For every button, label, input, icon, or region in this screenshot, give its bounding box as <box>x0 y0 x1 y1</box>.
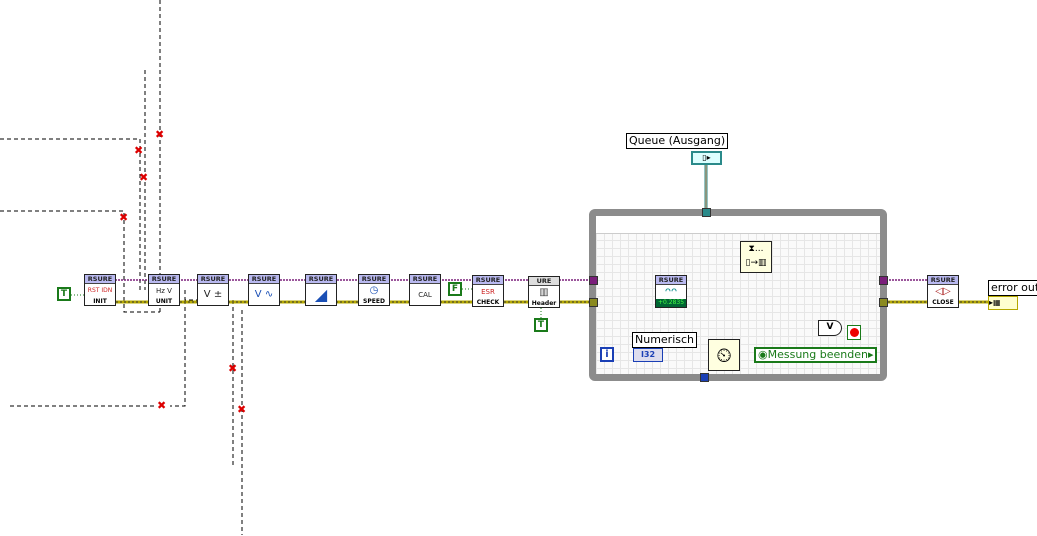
broken-wire-x-icon: ✖ <box>228 362 238 375</box>
queue-control-terminal[interactable]: ▯▸ <box>691 151 722 165</box>
refnum-tunnel <box>589 276 598 285</box>
esr-icon: ESR <box>481 288 495 296</box>
calibration-icon: CAL <box>418 291 432 299</box>
true-constant[interactable]: T <box>534 318 548 332</box>
glasses-icon: ᴖᴖ <box>664 286 678 297</box>
wait-metronome-icon[interactable]: ⏲ <box>708 339 740 371</box>
stop-icon <box>850 328 859 337</box>
broken-wire <box>0 138 141 290</box>
numeric-indicator[interactable]: I32 <box>633 348 663 362</box>
clock-icon: ◷ <box>369 285 379 296</box>
false-constant[interactable]: F <box>448 282 462 296</box>
globe-icon: ◉ <box>758 348 768 361</box>
broken-wire-x-icon: ✖ <box>134 144 144 157</box>
broken-wire-x-icon: ✖ <box>237 403 247 416</box>
ramp-icon: ◢ <box>314 285 328 304</box>
error-out-label: error out <box>988 280 1037 296</box>
broken-wire <box>0 210 160 313</box>
broken-wires <box>0 0 243 535</box>
queue-tunnel <box>702 208 711 217</box>
loop-tunnel <box>700 373 709 382</box>
init-icon: RST IDN <box>87 287 113 294</box>
wrench-icon: V ± <box>203 289 223 300</box>
config-trigger-vi[interactable]: RSURE◢ <box>305 274 337 306</box>
header-icon: ▥ <box>539 287 549 298</box>
broken-wire-x-icon: ✖ <box>155 128 165 141</box>
broken-wire <box>184 290 197 301</box>
refnum-tunnel <box>879 276 888 285</box>
header-vi[interactable]: URE▥Header <box>528 276 560 308</box>
iteration-terminal: i <box>600 347 614 362</box>
error-tunnel <box>589 298 598 307</box>
broken-wire-x-icon: ✖ <box>157 399 167 412</box>
loop-condition-stop[interactable] <box>847 325 861 340</box>
broken-wire-x-icon: ✖ <box>139 171 149 184</box>
speed-vi[interactable]: RSURE◷SPEED <box>358 274 390 306</box>
or-gate[interactable]: V <box>818 320 842 336</box>
numeric-label: Numerisch <box>632 332 698 348</box>
unit-icon: Hz V <box>156 287 172 295</box>
error-out-indicator[interactable]: ▸▦ <box>988 296 1018 310</box>
dequeue-element-node[interactable]: ⧗...▯→▥ <box>740 241 772 273</box>
close-vi[interactable]: RSURE◁▷CLOSE <box>927 275 959 308</box>
true-constant[interactable]: T <box>57 287 71 301</box>
broken-wire <box>170 300 186 407</box>
error-tunnel <box>879 298 888 307</box>
wave-icon: V ∿ <box>254 289 274 300</box>
broken-wire-x-icon: ✖ <box>119 211 129 224</box>
queue-label: Queue (Ausgang) <box>626 133 729 149</box>
close-icon: ◁▷ <box>935 286 951 297</box>
messung-beenden-terminal[interactable]: ◉Messung beenden▸ <box>754 347 877 363</box>
